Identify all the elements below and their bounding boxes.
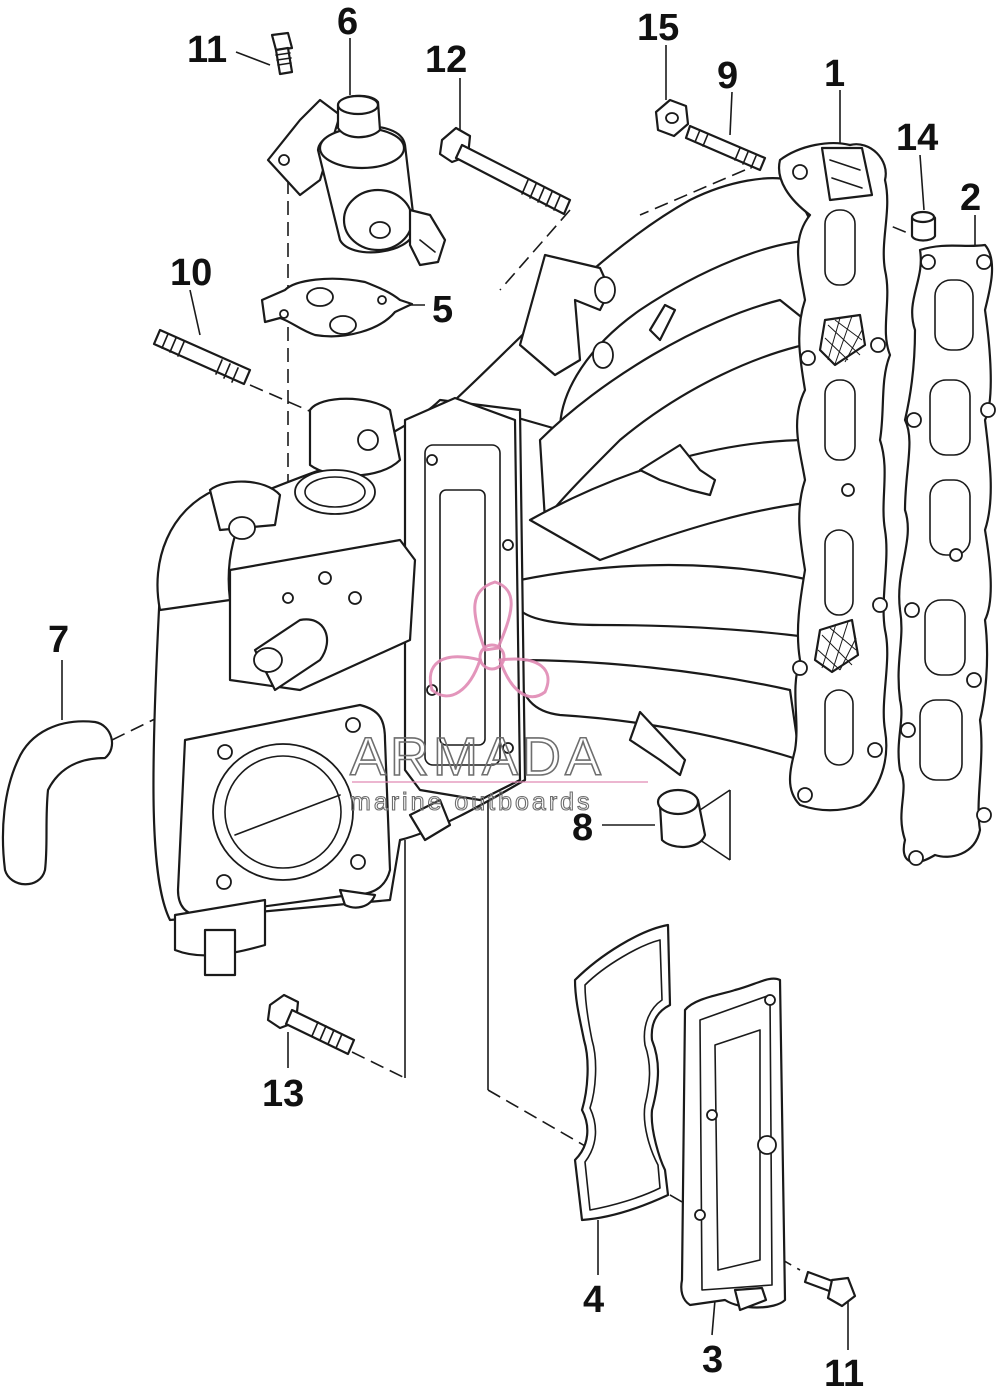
part-2-manifold-gasket (897, 243, 996, 866)
part-3-cover (680, 977, 787, 1312)
part-5-valve-gasket (260, 277, 414, 338)
part-10-stud (152, 328, 252, 386)
label-9: 9 (717, 55, 738, 97)
label-13: 13 (262, 1073, 304, 1115)
part-8-sleeve (656, 788, 707, 848)
label-2: 2 (960, 177, 981, 219)
part-6-idle-air-valve (266, 94, 447, 267)
brand-logo (428, 580, 550, 699)
part-11-bolt-bottom (803, 1270, 857, 1308)
watermark-brand: ARMADA (350, 727, 605, 787)
label-15: 15 (637, 7, 679, 49)
part-15-nut (654, 98, 690, 138)
part-14-dowel (910, 210, 937, 242)
label-8: 8 (572, 807, 593, 849)
part-7-hose (1, 720, 114, 886)
part-12-bolt (438, 126, 572, 216)
part-11-bolt-top (270, 31, 294, 76)
part-9-stud (684, 124, 767, 172)
label-7: 7 (48, 619, 69, 661)
part-13-bolt (266, 993, 356, 1056)
label-10: 10 (170, 252, 212, 294)
label-6: 6 (337, 1, 358, 43)
part-1-intake-manifold (453, 142, 892, 812)
watermark: ARMADA marine outboards (349, 580, 648, 817)
label-11-top: 11 (187, 29, 227, 71)
label-4: 4 (583, 1279, 604, 1321)
label-12: 12 (425, 39, 467, 81)
watermark-tagline: marine outboards (350, 788, 593, 816)
throttle-body-assembly (152, 396, 527, 977)
label-5: 5 (432, 289, 453, 331)
part-4-cover-gasket (573, 923, 672, 1222)
label-14: 14 (896, 117, 938, 159)
callout-labels: 11 6 12 15 9 1 14 2 10 5 7 8 13 4 3 11 (48, 1, 981, 1394)
label-leaders (61, 38, 976, 1350)
label-3: 3 (702, 1339, 723, 1381)
label-1: 1 (824, 53, 845, 95)
label-11-bottom: 11 (824, 1353, 864, 1394)
